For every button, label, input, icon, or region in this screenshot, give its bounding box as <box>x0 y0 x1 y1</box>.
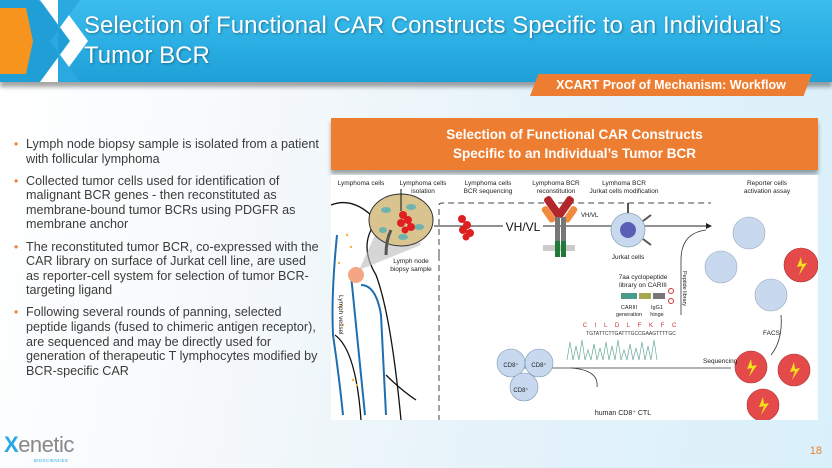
step-label: activation assay <box>744 188 791 195</box>
lymph-vessel-icon <box>331 234 387 416</box>
chromatogram-icon <box>566 339 658 361</box>
company-logo: Xenetic BIOSCIENCES <box>4 432 74 463</box>
workflow-diagram: Lymphoma cells Lymphoma cells isolation … <box>330 180 819 422</box>
bullet-item: Collected tumor cells used for identific… <box>14 174 320 232</box>
cd8-label: CD8⁺ <box>513 387 528 394</box>
peptide-library-label: Peptide library <box>681 271 687 306</box>
lymphoma-cells-icon <box>397 211 415 234</box>
step-label: Lymphoma cells <box>400 180 447 187</box>
cariii-label: CARIII <box>621 305 638 311</box>
logo-name: enetic <box>18 432 74 457</box>
step-label: Lymphoma cells <box>338 180 385 187</box>
bullet-list: Lymph node biopsy sample is isolated fro… <box>14 137 320 386</box>
step-label: BCR sequencing <box>464 188 513 195</box>
lymph-node-label: Lymph node <box>393 258 429 265</box>
vh-vl-label: VH/VL <box>506 220 541 234</box>
bullet-item: Following several rounds of panning, sel… <box>14 305 320 378</box>
igg1-label: IgG1 <box>651 305 663 311</box>
cd8-label: CD8⁺ <box>531 362 546 369</box>
lymph-node-icon <box>348 267 364 283</box>
bullet-item: The reconstituted tumor BCR, co-expresse… <box>14 240 320 298</box>
slide-header: Selection of Functional CAR Constructs S… <box>0 0 832 82</box>
logo-subtitle: BIOSCIENCES <box>34 458 69 463</box>
hinge-label: hinge <box>650 312 663 318</box>
dna-sequence: TGTATTCTTGATTTGCCGAAGTTTTGC <box>586 331 676 337</box>
bcr-antibody-icon <box>541 196 578 257</box>
jurkat-cells-label: Jurkat cells <box>612 254 645 261</box>
reporter-cells-icon <box>704 216 819 312</box>
panel-title-line2: Specific to an Individual’s Tumor BCR <box>452 146 697 161</box>
cariii-construct-icon <box>621 288 674 304</box>
library-label-1: 7aa cyclopeptide <box>619 274 668 281</box>
panel-title: Selection of Functional CAR Constructs S… <box>331 118 818 170</box>
logo-x: X <box>4 432 19 457</box>
panel-title-line1: Selection of Functional CAR Constructs <box>446 127 703 142</box>
x-logo-icon <box>0 0 88 82</box>
biopsy-sample-label: biopsy sample <box>390 266 432 273</box>
step-label: isolation <box>411 188 435 195</box>
workflow-figure: Lymphoma cells Lymphoma cells isolation … <box>330 175 819 422</box>
cd8-label: CD8⁺ <box>503 362 518 369</box>
page-number: 18 <box>809 445 822 457</box>
facs-label: FACS <box>763 330 781 337</box>
step-label: Reporter cells <box>747 180 788 187</box>
isolated-cells-icon <box>458 215 474 241</box>
slide-title: Selection of Functional CAR Constructs S… <box>84 12 782 69</box>
generation-label: generation <box>616 312 642 318</box>
sequencing-label: Sequencing <box>703 358 738 365</box>
step-label: reconstitution <box>537 188 576 195</box>
vh-vl-small-label: VH/VL <box>581 213 599 219</box>
human-ctl-label: human CD8⁺ CTL <box>595 410 651 417</box>
lymph-vessel-label: Lymph vessel <box>337 295 344 335</box>
step-label: Lymhoma BCR <box>602 180 646 187</box>
section-tag: XCART Proof of Mechanism: Workflow <box>530 74 812 96</box>
peptide-sequence: C I L D L F K F C <box>583 323 680 329</box>
step-label: Jurkat cells modification <box>590 188 659 195</box>
activated-cells-icon <box>734 350 811 422</box>
step-label: Lymphoma BCR <box>532 180 580 187</box>
library-label-2: library on CARIII <box>619 282 667 289</box>
step-label: Lymphoma cells <box>465 180 512 187</box>
cd8-cells-icon <box>496 348 554 402</box>
bullet-item: Lymph node biopsy sample is isolated fro… <box>14 137 320 166</box>
